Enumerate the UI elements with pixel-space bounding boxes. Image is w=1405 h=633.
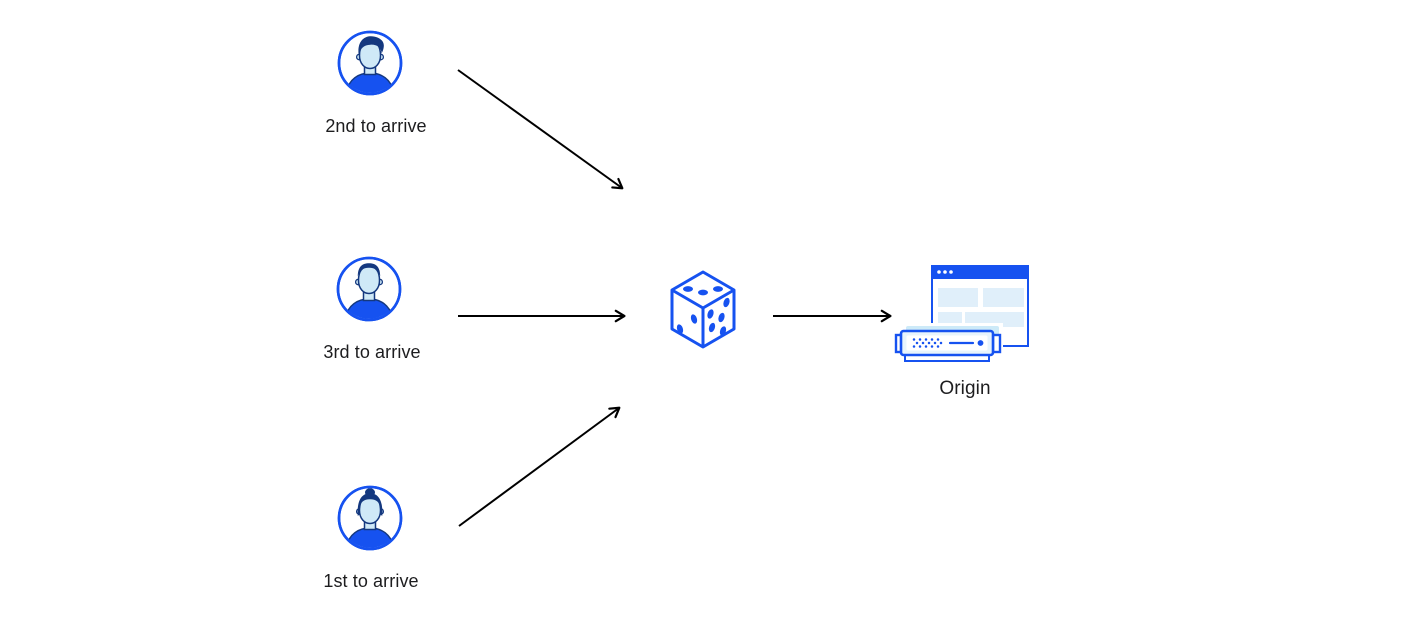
visitor-top-label: 2nd to arrive bbox=[325, 116, 427, 136]
visitor-middle-label: 3rd to arrive bbox=[323, 342, 421, 362]
person-avatar-male-short-hair-icon bbox=[336, 256, 402, 322]
origin-label: Origin bbox=[939, 378, 991, 399]
arrow-visitor-top-to-selector bbox=[457, 69, 624, 190]
server-appliance-icon bbox=[893, 323, 1003, 364]
node-visitor-middle bbox=[336, 256, 402, 322]
node-visitor-bottom bbox=[337, 485, 403, 551]
person-avatar-male-icon bbox=[337, 30, 403, 96]
node-visitor-top bbox=[337, 30, 403, 96]
person-avatar-female-icon bbox=[337, 485, 403, 551]
dice-icon bbox=[670, 270, 736, 349]
origin-server-box bbox=[893, 323, 1005, 365]
arrow-visitor-bottom-to-selector bbox=[458, 406, 621, 527]
node-selector bbox=[668, 269, 738, 351]
visitor-bottom-label: 1st to arrive bbox=[323, 571, 419, 591]
